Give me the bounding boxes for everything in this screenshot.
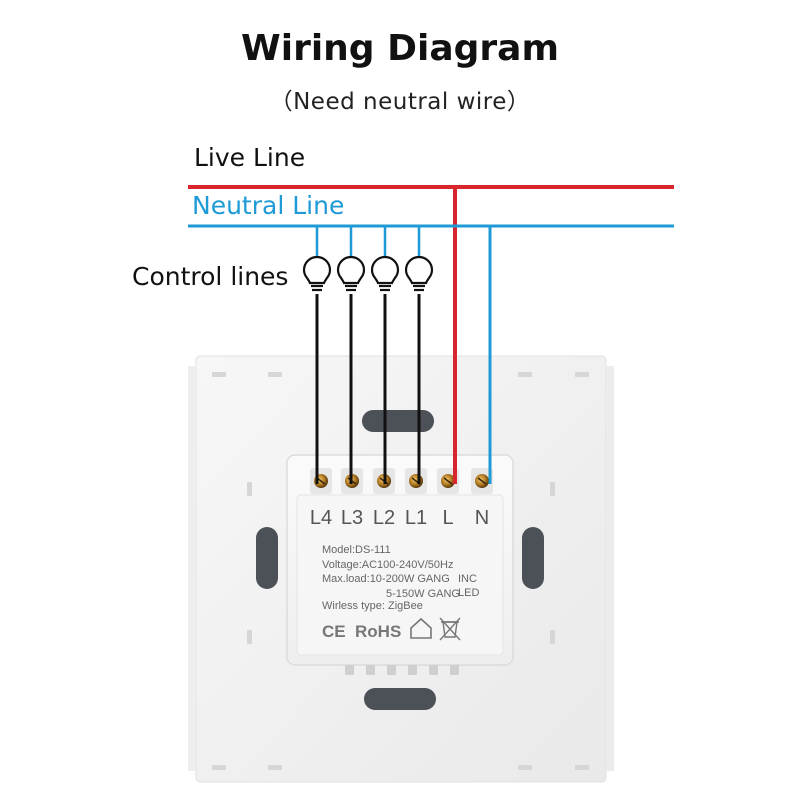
spec-wireless: Wirless type: (322, 600, 385, 612)
terminal-label: L1 (405, 507, 427, 529)
page-subtitle: （Need neutral wire） (269, 89, 531, 115)
plate-edge-right (606, 366, 614, 771)
control-wires (315, 294, 421, 484)
spec-inc: INC (458, 573, 477, 585)
neutral-line-label: Neutral Line (192, 191, 345, 220)
spec-voltage: Voltage:AC100-240V/50Hz (322, 559, 453, 571)
spec-zigbee: ZigBee (388, 600, 423, 612)
control-lines-label: Control lines (132, 262, 289, 291)
mount-slot-top (362, 410, 434, 432)
spec-model: Model:DS-111 (322, 544, 391, 556)
page-title: Wiring Diagram (241, 28, 559, 69)
ce-mark: CE (322, 622, 346, 641)
rohs-mark: RoHS (355, 622, 401, 641)
live-line-label: Live Line (194, 143, 306, 172)
plate-edge-left (188, 366, 196, 771)
spec-maxload2: 5-150W GANG (386, 588, 460, 600)
crossed-bin-icon (439, 617, 461, 641)
terminal-label: L2 (373, 507, 395, 529)
spec-maxload: Max.load:10-200W GANG (322, 573, 450, 585)
mount-slot-right (522, 527, 544, 589)
bulb-icon (302, 255, 434, 292)
plate-slots (212, 372, 589, 770)
terminal-label: L4 (310, 507, 332, 529)
spec-led: LED (458, 587, 479, 599)
switch-module (286, 454, 514, 675)
house-icon (410, 617, 432, 639)
terminal-label: L3 (341, 507, 363, 529)
mount-slot-bottom (364, 688, 436, 710)
bulb-neutral-stubs (315, 226, 421, 258)
terminal-label: N (475, 507, 489, 529)
mount-slot-left (256, 527, 278, 589)
terminal-label: L (442, 507, 453, 529)
